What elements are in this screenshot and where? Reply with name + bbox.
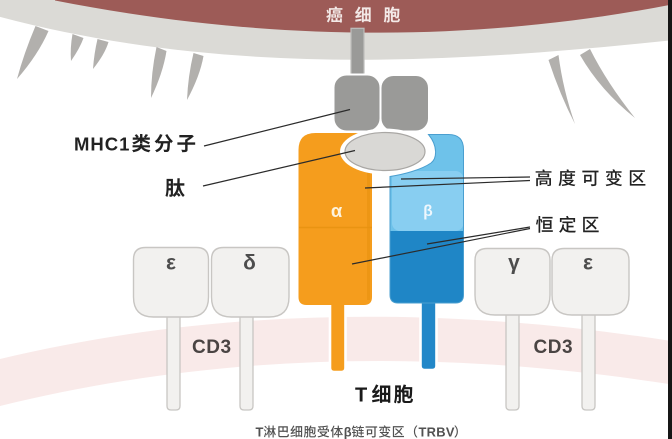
svg-text:ε: ε xyxy=(166,252,176,275)
svg-text:β: β xyxy=(344,424,352,439)
svg-text:T: T xyxy=(256,424,264,439)
svg-text:CD3: CD3 xyxy=(534,337,574,358)
svg-text:TRBV: TRBV xyxy=(419,424,455,439)
svg-text:MHC1: MHC1 xyxy=(74,134,130,155)
svg-text:δ: δ xyxy=(243,252,256,275)
svg-text:α: α xyxy=(331,200,343,221)
svg-text:β: β xyxy=(423,203,432,220)
svg-text:γ: γ xyxy=(508,252,520,275)
svg-text:ε: ε xyxy=(583,252,593,275)
svg-text:T: T xyxy=(355,385,367,407)
svg-text:CD3: CD3 xyxy=(192,337,232,358)
